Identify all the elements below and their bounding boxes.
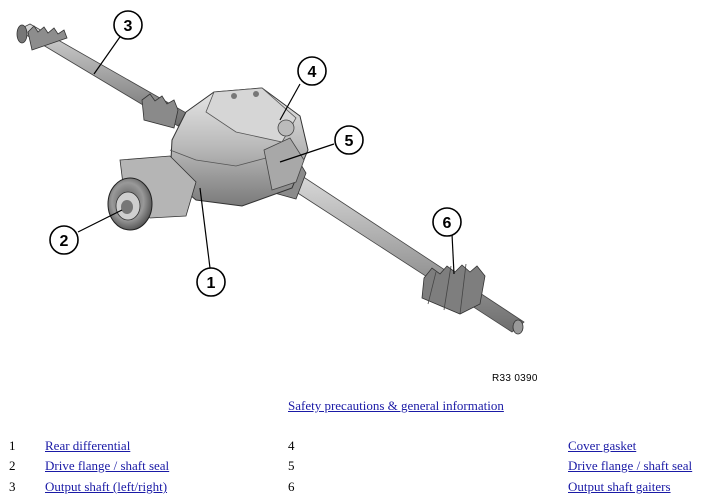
legend-number: 2 — [9, 458, 16, 473]
callout-3: 3 — [113, 10, 143, 40]
legend-number: 5 — [288, 458, 295, 473]
differential-housing — [119, 87, 309, 219]
legend-row: 1 Rear differential 4 Cover gasket — [0, 438, 710, 458]
left-shaft-gaiter-outer — [16, 24, 68, 51]
legend-number: 1 — [9, 438, 16, 453]
svg-text:6: 6 — [443, 215, 452, 232]
legend-link-rear-differential[interactable]: Rear differential — [45, 438, 131, 453]
legend-link-output-shaft[interactable]: Output shaft (left/right) — [45, 479, 168, 494]
svg-text:1: 1 — [207, 275, 216, 292]
svg-text:2: 2 — [60, 233, 69, 250]
drive-flange — [107, 177, 153, 231]
legend-number: 6 — [288, 479, 295, 494]
svg-text:4: 4 — [308, 64, 317, 81]
legend-row: 3 Output shaft (left/right) 6 Output sha… — [0, 479, 710, 499]
callout-1: 1 — [196, 267, 226, 297]
left-output-shaft — [16, 23, 189, 129]
legend-link-cover-gasket[interactable]: Cover gasket — [568, 438, 637, 453]
callout-6: 6 — [432, 207, 462, 237]
legend-link-output-shaft-gaiters[interactable]: Output shaft gaiters — [568, 479, 671, 494]
legend-row: 2 Drive flange / shaft seal 5 Drive flan… — [0, 458, 710, 478]
callout-4: 4 — [297, 56, 327, 86]
safety-precautions-link[interactable]: Safety precautions & general information — [288, 398, 504, 413]
legend-number: 3 — [9, 479, 16, 494]
callout-2: 2 — [49, 225, 79, 255]
right-shaft-gaiter-outer — [421, 263, 486, 315]
right-output-shaft — [259, 159, 525, 335]
left-shaft-gaiter-inner — [141, 93, 179, 129]
leader-lines — [77, 33, 455, 275]
svg-text:3: 3 — [124, 18, 133, 35]
legend-number: 4 — [288, 438, 295, 453]
legend-link-drive-flange-seal-left[interactable]: Drive flange / shaft seal — [45, 458, 170, 473]
rear-axle-diagram: 3 4 5 6 1 2 — [16, 10, 525, 335]
figure-code: R33 0390 — [492, 373, 538, 384]
legend-link-drive-flange-seal-right[interactable]: Drive flange / shaft seal — [568, 458, 693, 473]
svg-text:5: 5 — [345, 133, 354, 150]
callout-5: 5 — [334, 125, 364, 155]
